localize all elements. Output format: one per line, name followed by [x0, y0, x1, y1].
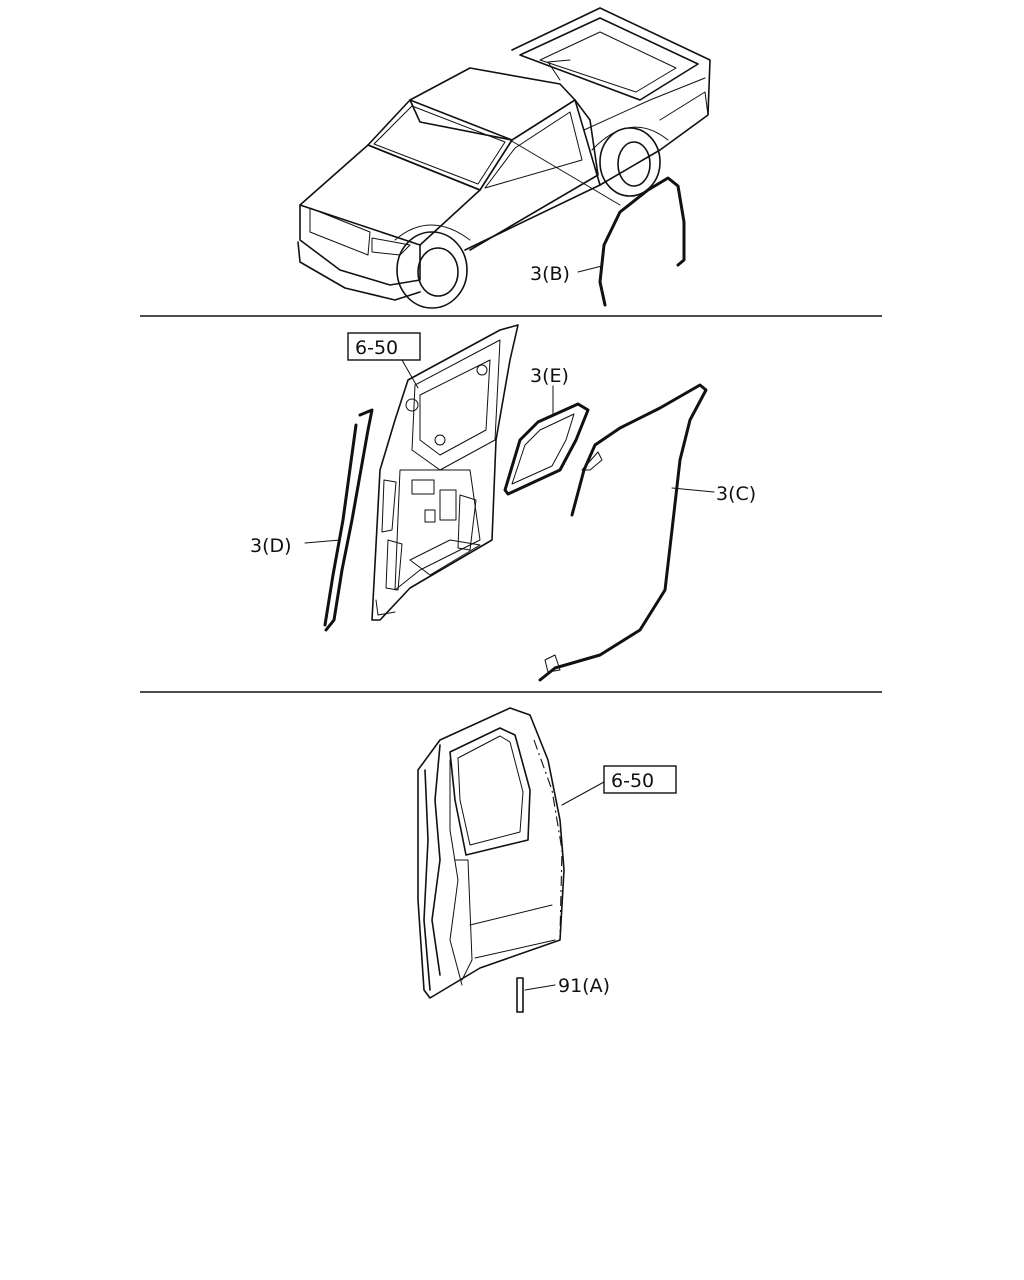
- leader-3d: [304, 539, 341, 544]
- rear-door-inner-panel: [371, 324, 519, 621]
- label-3e: 3(E): [530, 365, 569, 387]
- label-3b: 3(B): [530, 263, 570, 285]
- pickup-truck-illustration: [297, 7, 711, 309]
- part-3b-weatherstrip: [598, 176, 686, 307]
- part-91a-plug: [516, 977, 524, 1013]
- truck-leader-line: [509, 139, 621, 206]
- part-3e-glass-seal: [503, 402, 590, 496]
- ref-leader-bottom: [561, 781, 605, 806]
- ref-label-mid: 6-50: [355, 337, 398, 359]
- label-91a: 91(A): [558, 975, 610, 997]
- leader-3b: [577, 265, 603, 273]
- ref-leader-mid: [401, 359, 419, 389]
- label-3d: 3(D): [250, 535, 292, 557]
- label-3c: 3(C): [716, 483, 756, 505]
- part-3d-pillar-seal: [323, 408, 374, 632]
- rear-door-outer-panel: [417, 707, 565, 999]
- ref-box-bottom: [603, 765, 677, 794]
- ref-box-mid: [347, 332, 421, 361]
- leader-91a: [524, 984, 556, 991]
- part-3c-door-opening-seal: [538, 383, 708, 682]
- ref-label-bottom: 6-50: [611, 770, 654, 792]
- leader-3c: [671, 487, 715, 493]
